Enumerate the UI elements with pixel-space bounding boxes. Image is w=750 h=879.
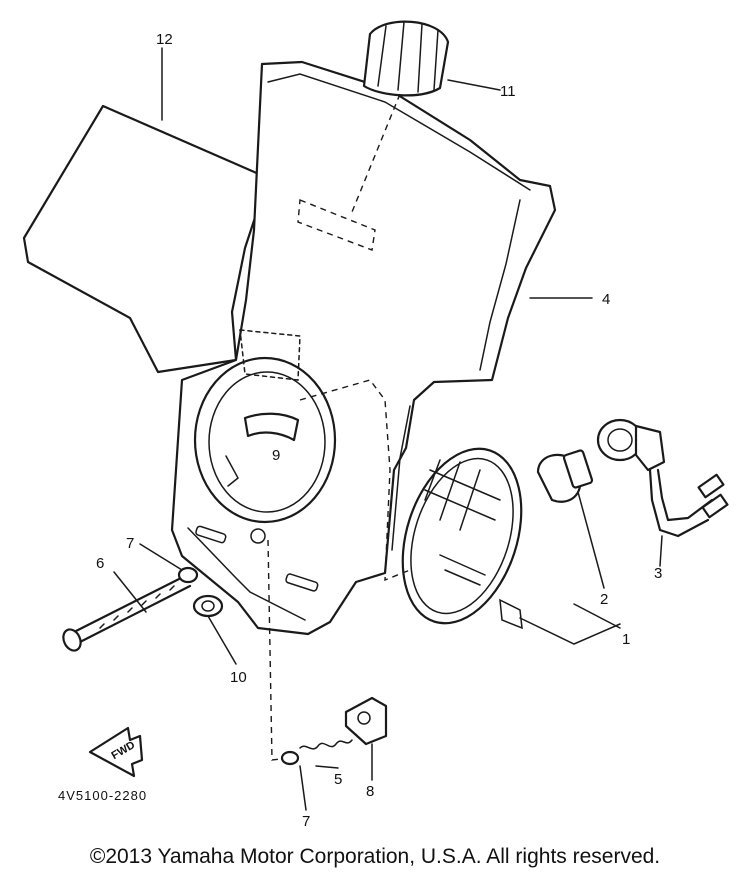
callouts: 12 11 4 9 3 2 1 6 7 10 5 8 7	[96, 31, 662, 830]
callout-6: 6	[96, 555, 104, 572]
callout-7-lower: 7	[302, 813, 310, 830]
number-plate	[22, 104, 270, 374]
callout-8: 8	[366, 783, 374, 800]
callout-1: 1	[622, 631, 630, 648]
copyright-notice: ©2013 Yamaha Motor Corporation, U.S.A. A…	[89, 845, 661, 868]
headlight-bracket	[225, 412, 300, 487]
callout-2: 2	[600, 591, 608, 608]
callout-11: 11	[500, 83, 516, 100]
callout-12: 12	[156, 31, 173, 48]
callout-4: 4	[602, 291, 610, 308]
grommet-cap	[351, 20, 501, 213]
assembly-lines	[299, 379, 621, 645]
bulb-socket	[596, 418, 729, 538]
leader-lines	[113, 47, 663, 811]
callout-3: 3	[654, 565, 662, 582]
headlight-cowl	[170, 60, 557, 636]
fwd-arrow: FWD	[88, 726, 144, 778]
spring-assembly	[267, 539, 388, 766]
headlight-bulb	[536, 449, 594, 503]
callout-10: 10	[230, 669, 247, 686]
headlight-lens	[401, 447, 523, 630]
callout-7-upper: 7	[126, 535, 134, 552]
bolt-assembly	[62, 566, 224, 652]
callout-5: 5	[334, 771, 342, 788]
diagram-code: 4V5100-2280	[58, 788, 147, 803]
callout-9: 9	[272, 447, 280, 464]
